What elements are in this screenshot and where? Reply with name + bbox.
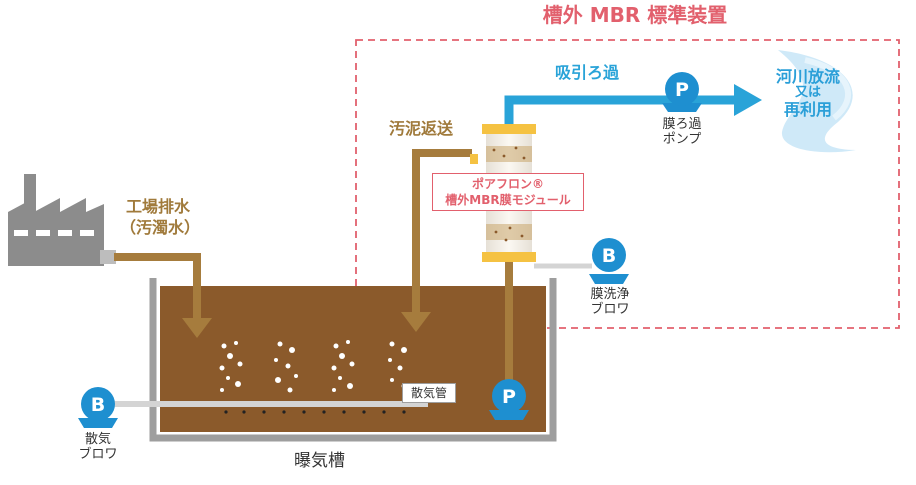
sludge-return-pipe [401,149,472,332]
module-label-box: ポアフロン® 槽外MBR膜モジュール [432,173,584,211]
filtration-pump-icon: P [662,72,702,112]
aeration-blower-line2: ブロワ [78,446,118,462]
aeration-blower-label: 散気 ブロワ [70,432,126,463]
factory-wastewater-label: 工場排水 [126,197,191,216]
river-line2: 又は [794,85,821,101]
arrow-right-icon [734,84,762,116]
diagram-title: 槽外 MBR 標準装置 [542,3,728,27]
membrane-blower-label: 膜洗浄 ブロワ [582,287,638,318]
membrane-blower-line2: ブロワ [590,301,630,317]
diffuser-pipe [110,401,428,414]
membrane-blower-line1: 膜洗浄 [590,287,630,302]
aeration-tank-label: 曝気槽 [294,451,345,471]
svg-text:P: P [675,79,689,101]
permeate-line [504,84,762,124]
feed-pump-icon: P [489,379,529,420]
aeration-tank [149,278,557,442]
membrane-blower-icon: B [589,238,629,284]
arrow-down-icon [401,312,431,332]
filtration-pump-label: 膜ろ過 ポンプ [654,117,710,148]
river-discharge-label: 河川放流 又は 再利用 [772,67,844,120]
river-line1: 河川放流 [775,67,840,86]
arrow-down-icon [182,318,212,338]
river-line3: 再利用 [783,100,832,120]
wave-icon [778,50,856,153]
wastewater-pipe [114,253,212,338]
module-label-line2: 槽外MBR膜モジュール [445,193,571,207]
diffuser-pipe-label: 散気管 [402,383,456,403]
filtration-pump-line1: 膜ろ過 [662,117,702,132]
svg-text:P: P [502,386,516,408]
air-bubbles [219,340,407,393]
aeration-blower-line1: 散気 [84,432,111,447]
factory-wastewater-sublabel: （汚濁水） [120,218,201,237]
module-label-line1: ポアフロン® [471,177,544,191]
svg-text:B: B [91,394,105,416]
factory-icon [8,174,116,266]
filtration-pump-line2: ポンプ [662,131,702,147]
suction-filtration-label: 吸引ろ過 [555,63,620,82]
aeration-blower-icon: B [78,387,118,428]
mbr-unit-boundary [355,39,900,329]
sludge-return-label: 汚泥返送 [389,119,454,138]
svg-text:B: B [602,245,616,267]
